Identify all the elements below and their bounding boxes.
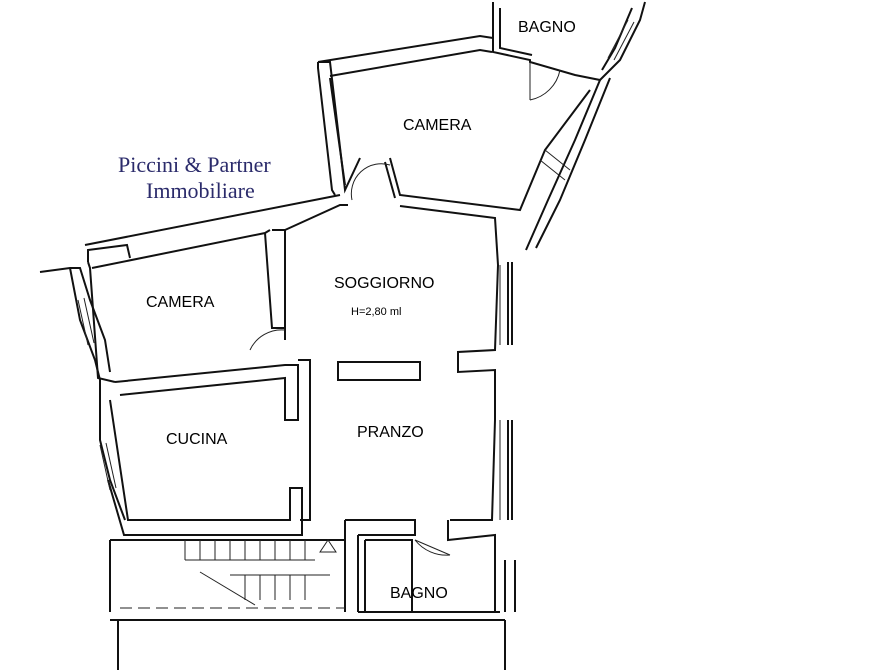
label-ceiling-height: H=2,80 ml (351, 306, 401, 318)
room-cucina (99, 399, 303, 536)
label-pranzo: PRANZO (357, 424, 424, 441)
lower-boundary (110, 560, 516, 670)
room-soggiorno-pranzo (284, 204, 513, 521)
stair-area (109, 539, 345, 612)
room-camera-left (39, 194, 341, 521)
brand-logo-text: Piccini & Partner Immobiliare (118, 152, 271, 203)
label-bagno-top: BAGNO (518, 19, 576, 36)
label-bagno-bottom: BAGNO (390, 585, 448, 602)
brand-line-2: Immobiliare (146, 178, 255, 203)
room-bagno-bottom (344, 519, 500, 613)
label-soggiorno: SOGGIORNO (334, 275, 434, 292)
label-cucina: CUCINA (166, 431, 228, 448)
room-camera-top (317, 34, 611, 251)
brand-line-1: Piccini & Partner (118, 152, 271, 177)
label-camera-top: CAMERA (403, 117, 472, 134)
label-camera-left: CAMERA (146, 294, 215, 311)
room-bagno-top (492, 1, 646, 101)
